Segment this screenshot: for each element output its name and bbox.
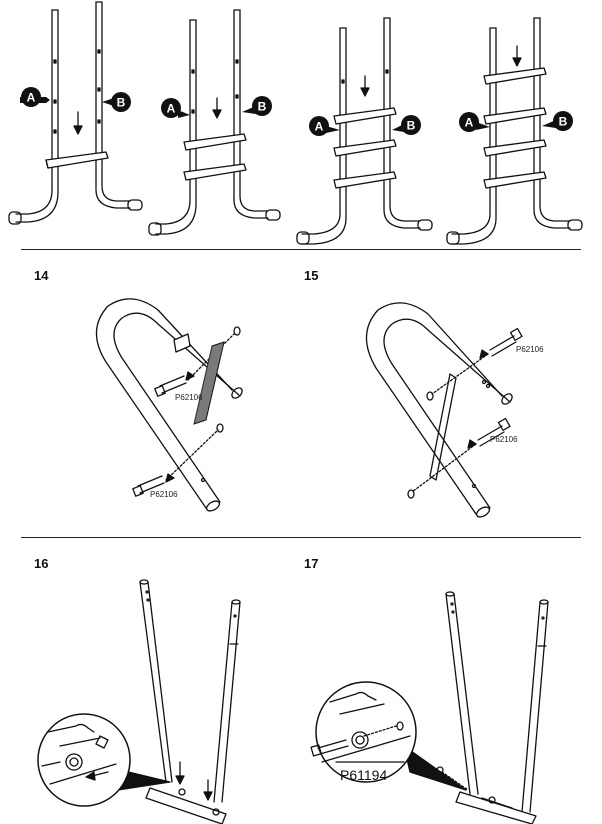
ladder-stage-4 bbox=[446, 17, 583, 245]
svg-text:B: B bbox=[407, 119, 416, 133]
section-divider bbox=[21, 537, 581, 538]
ladder-stage-1 bbox=[8, 1, 143, 225]
ladder-stage-3 bbox=[296, 17, 433, 245]
step-number: 14 bbox=[34, 268, 49, 283]
svg-text:A: A bbox=[167, 102, 176, 116]
ladder-sequence-illustration: A B A B A bbox=[8, 1, 583, 245]
svg-text:A: A bbox=[465, 116, 474, 130]
svg-text:B: B bbox=[258, 100, 267, 114]
part-code-label: P61194 bbox=[340, 767, 387, 783]
svg-text:A: A bbox=[315, 120, 324, 134]
svg-text:B: B bbox=[117, 96, 126, 110]
step-number: 16 bbox=[34, 556, 49, 571]
callout-a: A bbox=[309, 116, 340, 136]
part-code-label: P62106 bbox=[516, 345, 544, 354]
callout-markers: A B A B A bbox=[20, 87, 573, 136]
callout-b: B bbox=[242, 96, 272, 116]
callout-b: B bbox=[392, 115, 421, 135]
section-divider bbox=[21, 249, 581, 250]
step-number: 15 bbox=[304, 268, 319, 283]
ladder-stage-2 bbox=[148, 9, 281, 236]
step-17-illustration: P61194 bbox=[310, 591, 549, 824]
part-code-label: P62106 bbox=[490, 435, 518, 444]
part-code-label: P62106 bbox=[175, 393, 203, 402]
step-number: 17 bbox=[304, 556, 319, 571]
callout-b: B bbox=[102, 92, 131, 112]
part-code-label: P62106 bbox=[150, 490, 178, 499]
step-14-illustration: P62106 P62106 bbox=[95, 298, 243, 512]
callout-a: A bbox=[459, 112, 490, 132]
callout-a: A bbox=[20, 87, 50, 107]
step-15-illustration: P62106 P62106 bbox=[365, 302, 544, 518]
callout-b: B bbox=[542, 111, 573, 131]
step-16-illustration bbox=[37, 579, 241, 824]
callout-a: A bbox=[161, 98, 190, 118]
svg-text:B: B bbox=[559, 115, 568, 129]
svg-text:A: A bbox=[27, 91, 36, 105]
